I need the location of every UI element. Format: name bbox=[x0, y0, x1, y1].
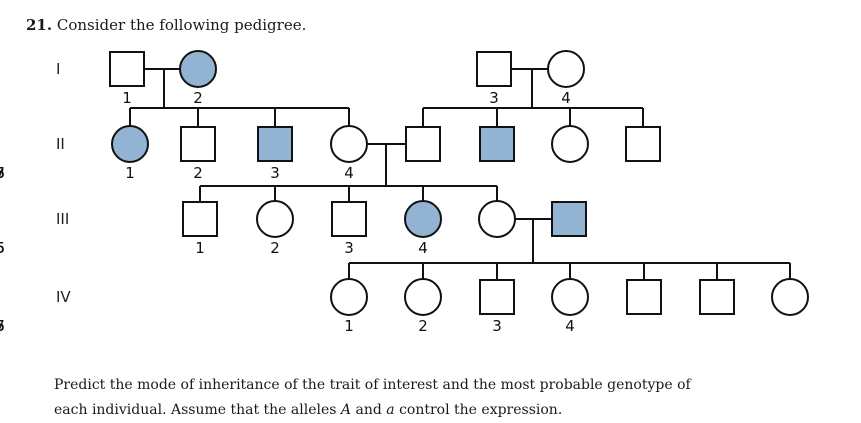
individual-number: 2 bbox=[270, 239, 280, 257]
allele-recessive: a bbox=[386, 402, 395, 418]
unaffected-female-symbol bbox=[404, 278, 442, 316]
unaffected-male-symbol bbox=[182, 201, 218, 237]
unaffected-male-symbol bbox=[626, 279, 662, 315]
individual-number: 6 bbox=[0, 239, 5, 257]
individual-number: 4 bbox=[418, 239, 428, 257]
individual-number: 7 bbox=[0, 164, 5, 182]
unaffected-female-symbol bbox=[478, 200, 516, 238]
question-prompt: Predict the mode of inheritance of the t… bbox=[54, 373, 844, 423]
prompt-text: and bbox=[351, 402, 387, 418]
affected-male-symbol bbox=[479, 126, 515, 162]
unaffected-female-symbol bbox=[771, 278, 809, 316]
unaffected-male-symbol bbox=[699, 279, 735, 315]
individual-number: 6 bbox=[0, 317, 5, 335]
unaffected-male-symbol bbox=[180, 126, 216, 162]
individual-number: 7 bbox=[0, 317, 5, 335]
prompt-line-1: Predict the mode of inheritance of the t… bbox=[54, 377, 691, 393]
unaffected-female-symbol bbox=[330, 278, 368, 316]
individual-number: 5 bbox=[0, 164, 5, 182]
question-number: 21. bbox=[26, 16, 53, 34]
individual-number: 4 bbox=[561, 89, 571, 107]
prompt-text: each individual. Assume that the alleles bbox=[54, 402, 341, 418]
generation-label: IV bbox=[56, 288, 71, 306]
individual-number: 2 bbox=[193, 89, 203, 107]
individual-number: 5 bbox=[0, 239, 5, 257]
generation-label: I bbox=[56, 60, 60, 78]
unaffected-female-symbol bbox=[256, 200, 294, 238]
individual-number: 3 bbox=[270, 164, 280, 182]
unaffected-male-symbol bbox=[476, 51, 512, 87]
affected-female-symbol bbox=[179, 50, 217, 88]
unaffected-male-symbol bbox=[109, 51, 145, 87]
unaffected-male-symbol bbox=[405, 126, 441, 162]
affected-male-symbol bbox=[551, 201, 587, 237]
affected-female-symbol bbox=[111, 125, 149, 163]
unaffected-male-symbol bbox=[625, 126, 661, 162]
pedigree-chart: I1234II12345678III123456IV1234567 bbox=[0, 50, 809, 335]
affected-female-symbol bbox=[404, 200, 442, 238]
unaffected-female-symbol bbox=[551, 125, 589, 163]
unaffected-female-symbol bbox=[551, 278, 589, 316]
unaffected-female-symbol bbox=[547, 50, 585, 88]
individual-number: 1 bbox=[125, 164, 135, 182]
individual-number: 2 bbox=[193, 164, 203, 182]
individual-number: 3 bbox=[344, 239, 354, 257]
individual-number: 6 bbox=[0, 164, 5, 182]
affected-male-symbol bbox=[257, 126, 293, 162]
unaffected-male-symbol bbox=[479, 279, 515, 315]
question-title: Consider the following pedigree. bbox=[56, 16, 307, 34]
individual-number: 3 bbox=[489, 89, 499, 107]
individual-number: 4 bbox=[344, 164, 354, 182]
prompt-line-2: each individual. Assume that the alleles… bbox=[54, 398, 844, 423]
generation-label: III bbox=[56, 210, 69, 228]
allele-dominant: A bbox=[340, 402, 352, 418]
individual-number: 8 bbox=[0, 164, 5, 182]
individual-number: 1 bbox=[195, 239, 205, 257]
question-heading: 21. Consider the following pedigree. bbox=[26, 16, 306, 34]
unaffected-female-symbol bbox=[330, 125, 368, 163]
individual-number: 1 bbox=[122, 89, 132, 107]
prompt-text: control the expression. bbox=[394, 402, 563, 418]
unaffected-male-symbol bbox=[331, 201, 367, 237]
individual-number: 1 bbox=[344, 317, 354, 335]
individual-number: 5 bbox=[0, 317, 5, 335]
individual-number: 3 bbox=[492, 317, 502, 335]
individual-number: 2 bbox=[418, 317, 428, 335]
generation-label: II bbox=[56, 135, 65, 153]
individual-number: 4 bbox=[565, 317, 575, 335]
